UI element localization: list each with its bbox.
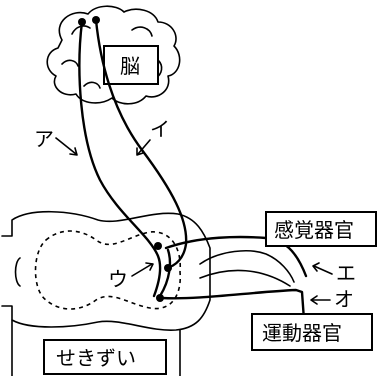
nerve-e (164, 235, 308, 278)
brain-fold-2 (131, 26, 153, 37)
sense-organ-label: 感覚器官 (274, 218, 354, 242)
label-u: ウ (108, 267, 128, 291)
label-i: イ (150, 117, 170, 141)
spinal-cord-label-box (43, 339, 167, 375)
label-o: オ (334, 287, 354, 311)
arrow-u-head (145, 262, 154, 271)
nerve-i (94, 18, 188, 270)
arrow-a-head (69, 147, 78, 156)
arrow-e (313, 265, 333, 275)
brain-label-box (103, 45, 159, 85)
brain-dot-1 (78, 18, 86, 26)
root-lower (199, 269, 291, 287)
nerve-a (78, 20, 162, 298)
motor-organ-label-box (251, 313, 373, 351)
arrow-e-head (312, 262, 320, 272)
brain-dot-2 (92, 16, 100, 24)
nerve-o (160, 288, 306, 322)
root-upper (199, 250, 295, 283)
arrow-u (131, 263, 153, 277)
nerve-u (158, 248, 172, 298)
arrow-i-head (136, 147, 144, 156)
spinal-left-notch (14, 257, 21, 287)
label-a: ア (34, 127, 54, 151)
brain-fold-1 (71, 25, 91, 35)
spinal-cord-label: せきずい (56, 346, 136, 370)
junction-dot-3 (156, 294, 164, 302)
spinal-cord-outline (1, 210, 211, 331)
sense-organ-label-box (265, 211, 377, 247)
brain-label: 脳 (120, 54, 140, 78)
arrow-a (55, 137, 77, 155)
arrow-o-head (310, 295, 318, 305)
motor-organ-label: 運動器官 (262, 321, 342, 345)
label-e: エ (336, 261, 356, 285)
brain-fold-5 (83, 81, 101, 89)
arrow-i (137, 139, 151, 155)
brain-fold-3 (61, 59, 79, 67)
junction-dot-1 (154, 242, 162, 250)
brain-outline (46, 5, 181, 105)
